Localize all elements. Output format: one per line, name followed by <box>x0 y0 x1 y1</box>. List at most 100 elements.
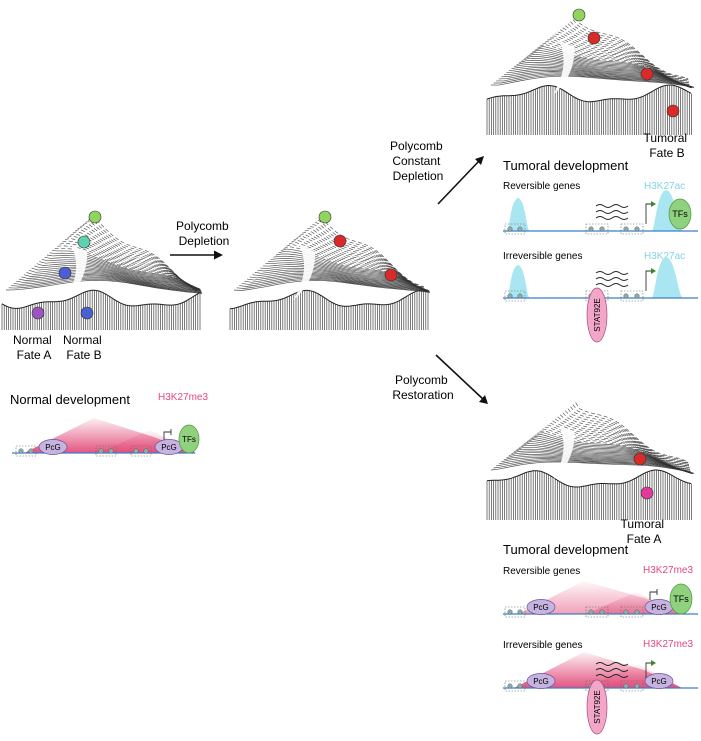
svg-text:PcG: PcG <box>161 443 177 452</box>
landscape-contour-line <box>41 259 200 290</box>
landscape-base-outline <box>1 289 201 309</box>
landscape-contour-line <box>18 274 202 292</box>
landscape-contour-line <box>550 37 690 87</box>
svg-text:PcG: PcG <box>45 443 61 452</box>
irreversible-genes-label: Irreversible genes <box>503 251 582 262</box>
landscape-contour-line <box>506 68 693 88</box>
landscape-contour-line <box>503 455 694 474</box>
nucleosome-box <box>585 606 609 618</box>
cells-tumoral-b <box>572 8 680 118</box>
landscape-contour-line <box>85 221 197 291</box>
landscape-contour-line <box>288 241 427 293</box>
landscape-contour-line <box>72 231 198 292</box>
normal-fate-b-label: Normal Fate B <box>63 333 105 362</box>
landscape-contour-line <box>572 19 689 80</box>
landscape-contour-line <box>565 410 689 465</box>
cells-depleted <box>318 210 398 282</box>
landscape-contour-line <box>575 402 689 463</box>
svg-text:STAT92E: STAT92E <box>593 690 602 724</box>
cell-ball <box>77 235 91 249</box>
nucleosome-box <box>620 223 644 235</box>
landscape-base-outline <box>229 289 429 310</box>
normal-fate-a-label: Normal Fate A <box>13 333 55 362</box>
landscape-contour-line <box>559 414 690 467</box>
h3k27me3-label: H3K27me3 <box>643 639 693 650</box>
cell-ball <box>640 486 654 500</box>
cell-ball <box>640 67 654 81</box>
landscape-contour-line <box>267 260 428 291</box>
cell-ball <box>318 210 332 224</box>
landscape-contour-line <box>299 233 426 292</box>
stat92e-factor: STAT92E <box>586 679 608 735</box>
cells-normal <box>31 210 102 320</box>
landscape-base-outline <box>486 84 692 103</box>
landscape-contour-line <box>247 273 430 292</box>
landscape-contour-line <box>498 72 694 88</box>
svg-text:TFs: TFs <box>672 209 688 219</box>
landscape-contour-line <box>21 272 201 291</box>
landscape-contour-line <box>317 219 425 288</box>
active-promoter-arrow-icon <box>645 268 656 291</box>
tf-complex: TFs <box>668 198 692 230</box>
landscape-contour-line <box>511 65 693 88</box>
landscape-contour-line <box>262 264 429 291</box>
repressed-promoter-icon <box>649 589 658 600</box>
landscape-contour-line <box>544 40 691 88</box>
landscape-contour-line <box>312 224 425 290</box>
pcg-complex: PcG <box>154 439 184 455</box>
landscape-base-hatching <box>229 290 429 330</box>
cell-ball <box>80 306 94 320</box>
cell-ball <box>666 104 680 118</box>
landscape-contour-line <box>501 71 694 88</box>
arrow-restoration <box>435 354 485 401</box>
landscape-contour-line <box>236 279 430 293</box>
landscape-contour-line <box>549 422 690 470</box>
transcript-waves <box>595 271 629 287</box>
landscape-contour-line <box>241 276 430 292</box>
landscape-contour-line <box>275 253 428 292</box>
nucleosome-box <box>504 606 526 618</box>
pcg-complex: PcG <box>644 599 674 615</box>
landscape-contour-line <box>560 29 690 84</box>
landscape-contour-line <box>249 272 429 292</box>
nucleosome-box <box>95 445 117 457</box>
landscape-contour-line <box>570 21 689 81</box>
landscape-valley <box>552 425 575 480</box>
svg-text:PcG: PcG <box>533 677 549 686</box>
landscape-contour-line <box>273 255 428 292</box>
landscape-contour-line <box>490 461 695 474</box>
landscape-base-outline <box>486 469 692 488</box>
nucleosome-box <box>504 680 526 692</box>
landscape-contour-line <box>493 460 694 474</box>
landscape-valley <box>65 245 88 300</box>
irreversible-genes-label: Irreversible genes <box>503 640 582 651</box>
polycomb-restoration-label: Polycomb Restoration <box>392 373 453 402</box>
normal-development-panel: Normal development H3K27me3 PcG PcG <box>10 392 208 457</box>
transcript-waves <box>595 204 629 220</box>
cell-ball <box>384 268 398 282</box>
tf-complex: TFs <box>178 424 200 454</box>
pcg-complex: PcG <box>526 599 556 615</box>
landscape-valley <box>552 40 575 95</box>
tumoral-fate-a-label: Tumoral Fate A <box>621 517 668 546</box>
landscape-contour-line <box>233 280 431 293</box>
landscape-contour-line <box>565 25 689 82</box>
cell-ball <box>587 31 601 45</box>
repressed-promoter-icon <box>163 429 172 440</box>
stat92e-factor: STAT92E <box>586 287 608 343</box>
landscape-contour-line <box>13 276 202 293</box>
landscape-contour-line <box>493 74 694 88</box>
landscape-contour-line <box>567 23 689 82</box>
nucleosome-box <box>504 223 526 235</box>
landscape-contour-line <box>506 453 693 474</box>
polycomb-constant-depletion-label: Polycomb Constant Depletion <box>390 139 446 183</box>
landscape-contour-line <box>519 444 693 474</box>
landscape-contour-line <box>5 279 203 294</box>
nucleosome-box <box>504 290 526 302</box>
cell-ball <box>333 234 347 248</box>
arrowhead <box>479 395 488 404</box>
h3k27ac-peak <box>507 265 530 298</box>
h3k27me3-label: H3K27me3 <box>158 392 208 403</box>
transcript-waves <box>595 662 629 678</box>
